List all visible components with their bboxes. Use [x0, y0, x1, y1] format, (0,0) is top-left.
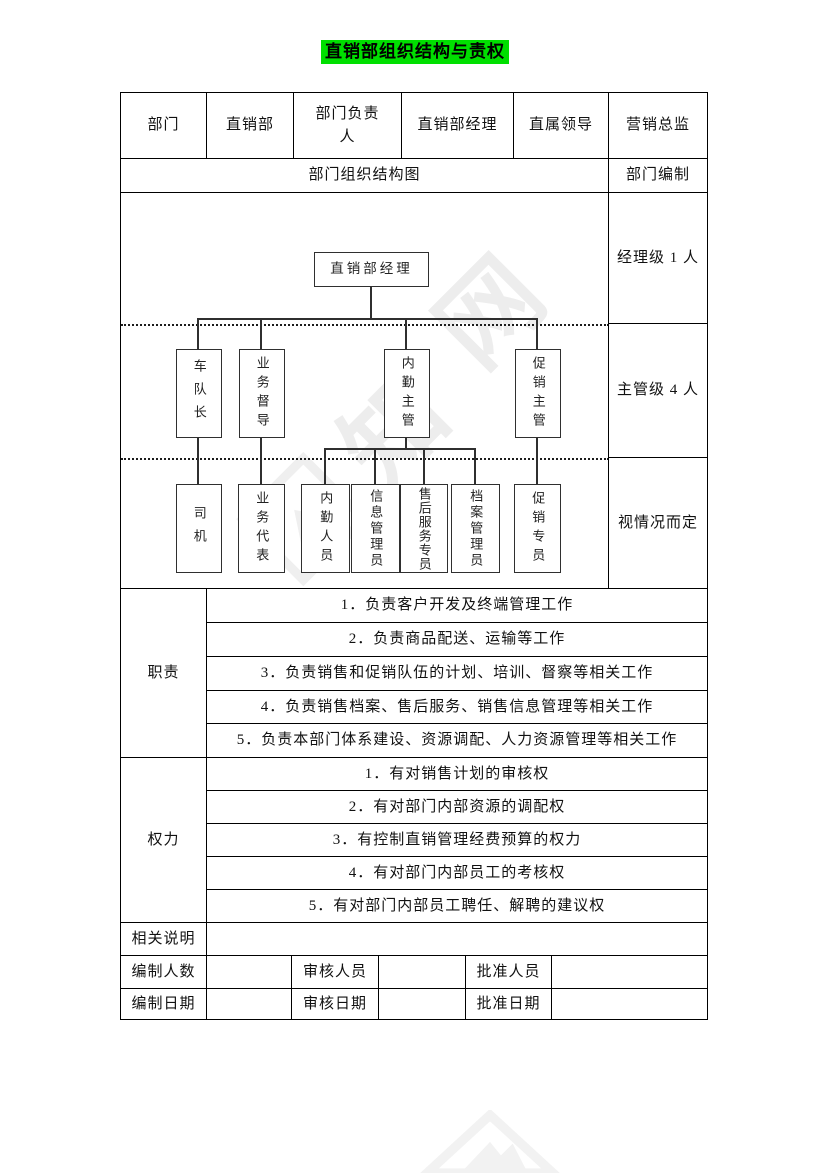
connector-line — [374, 448, 376, 484]
page-title: 直销部组织结构与责权 — [0, 40, 830, 65]
org-node-office-supervisor: 内勤主管 — [384, 349, 430, 438]
connector-line — [370, 285, 372, 318]
staffing-manager-cell: 经理级 1 人 — [609, 193, 707, 324]
footer-label-cell: 批准人员 — [466, 956, 552, 989]
divider-dotted-line — [121, 324, 608, 326]
connector-line — [197, 436, 199, 484]
connector-line — [324, 448, 326, 484]
notes-value-cell — [207, 923, 707, 956]
power-item-row: 1．有对销售计划的审核权 — [207, 758, 707, 791]
power-item-row: 5．有对部门内部员工聘任、解聘的建议权 — [207, 890, 707, 923]
org-node-fleet-leader: 车队长 — [176, 349, 222, 438]
footer-value-cell — [552, 956, 707, 989]
duty-item-row: 3．负责销售和促销队伍的计划、培训、督察等相关工作 — [207, 657, 707, 691]
connector-line — [536, 318, 538, 349]
connector-line — [260, 436, 262, 484]
org-node-manager: 直销部经理 — [314, 252, 429, 287]
duties-label-cell: 职责 — [121, 589, 207, 758]
power-item-row: 3．有控制直销管理经费预算的权力 — [207, 824, 707, 857]
connector-line — [536, 436, 538, 484]
duty-item-row: 4．负责销售档案、售后服务、销售信息管理等相关工作 — [207, 691, 707, 724]
watermark-logo-icon — [405, 1108, 575, 1173]
org-node-driver: 司机 — [176, 484, 222, 573]
notes-label-cell: 相关说明 — [121, 923, 207, 956]
duty-item-row: 5．负责本部门体系建设、资源调配、人力资源管理等相关工作 — [207, 724, 707, 758]
power-item-row: 4．有对部门内部员工的考核权 — [207, 857, 707, 890]
dept-label-cell: 部门 — [121, 93, 207, 159]
staffing-other-cell: 视情况而定 — [609, 458, 707, 589]
org-node-archives-admin: 档案管理员 — [451, 484, 500, 573]
footer-label-cell: 编制人数 — [121, 956, 207, 989]
org-node-sales-rep: 业务代表 — [238, 484, 285, 573]
head-label-cell: 部门负责人 — [294, 93, 402, 159]
staffing-supervisor-cell: 主管级 4 人 — [609, 324, 707, 458]
connector-line — [197, 318, 199, 349]
page-title-text: 直销部组织结构与责权 — [321, 40, 509, 65]
org-node-business-supervisor: 业务督导 — [239, 349, 285, 438]
org-node-promotion-specialist: 促销专员 — [514, 484, 561, 573]
staffing-label-cell: 部门编制 — [609, 159, 707, 193]
connector-line — [474, 448, 476, 484]
powers-label-cell: 权力 — [121, 758, 207, 923]
org-node-info-admin: 信息管理员 — [351, 484, 400, 573]
connector-line — [423, 448, 425, 484]
connector-line — [324, 448, 475, 450]
footer-value-cell — [207, 956, 292, 989]
footer-value-cell — [379, 989, 466, 1019]
footer-value-cell — [552, 989, 707, 1019]
connector-line — [405, 318, 407, 349]
org-node-after-sales: 售后服务专员 — [400, 484, 448, 573]
footer-value-cell — [207, 989, 292, 1019]
duty-item-row: 2．负责商品配送、运输等工作 — [207, 623, 707, 657]
org-structure-table: 部门 直销部 部门负责人 直销部经理 直属领导 营销总监 部门组织结构图 部门编… — [120, 92, 708, 1020]
leader-value-cell: 营销总监 — [609, 93, 707, 159]
footer-value-cell — [379, 956, 466, 989]
duty-item-row: 1．负责客户开发及终端管理工作 — [207, 589, 707, 623]
connector-line — [197, 318, 537, 320]
connector-line — [260, 318, 262, 349]
footer-label-cell: 批准日期 — [466, 989, 552, 1019]
dept-value-cell: 直销部 — [207, 93, 294, 159]
org-node-office-staff: 内勤人员 — [301, 484, 350, 573]
org-chart-area: 网 知 — [121, 193, 609, 589]
chart-title-cell: 部门组织结构图 — [121, 159, 609, 193]
footer-label-cell: 审核人员 — [292, 956, 379, 989]
power-item-row: 2．有对部门内部资源的调配权 — [207, 791, 707, 824]
footer-label-cell: 编制日期 — [121, 989, 207, 1019]
org-node-promotion-supervisor: 促销主管 — [515, 349, 561, 438]
head-value-cell: 直销部经理 — [402, 93, 514, 159]
divider-dotted-line — [121, 458, 608, 460]
leader-label-cell: 直属领导 — [514, 93, 609, 159]
connector-line — [405, 436, 407, 448]
footer-label-cell: 审核日期 — [292, 989, 379, 1019]
